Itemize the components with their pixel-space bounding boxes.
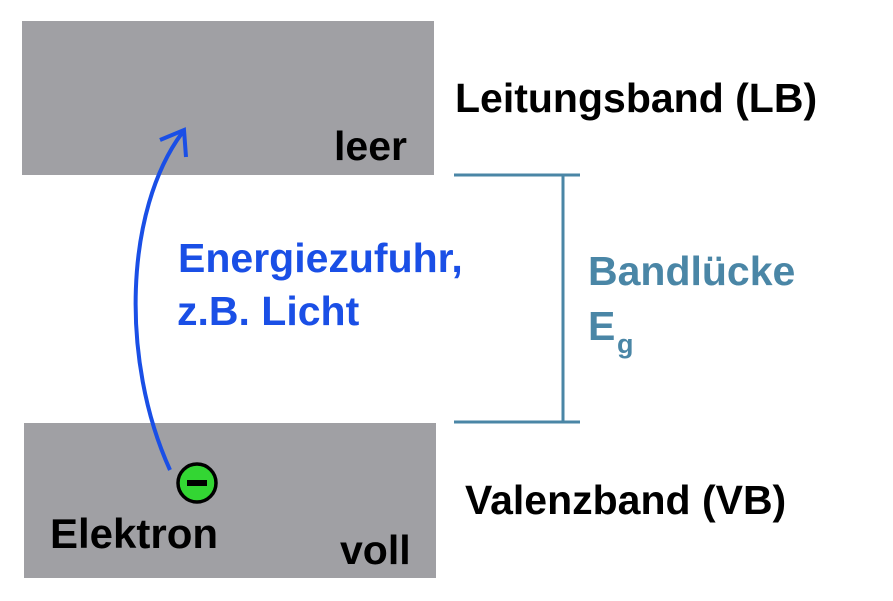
band-gap-symbol-subscript: g bbox=[617, 329, 634, 359]
conduction-band-state: leer bbox=[334, 123, 407, 169]
excitation-arrow-head bbox=[159, 127, 188, 158]
band-gap-label: Bandlücke bbox=[588, 248, 796, 294]
excitation-arrow bbox=[133, 131, 184, 471]
valence-band-state: voll bbox=[340, 527, 411, 573]
excitation-label-line2: z.B. Licht bbox=[177, 288, 360, 334]
electron-label: Elektron bbox=[50, 510, 219, 557]
electron-icon bbox=[176, 462, 218, 504]
band-gap-symbol: E bbox=[588, 303, 616, 349]
valence-band-label: Valenzband (VB) bbox=[465, 477, 787, 523]
band-gap-bracket bbox=[454, 173, 580, 424]
conduction-band-label: Leitungsband (LB) bbox=[455, 75, 818, 121]
conduction-band bbox=[22, 21, 434, 175]
excitation-label-line1: Energiezufuhr, bbox=[178, 235, 463, 281]
valence-band bbox=[24, 423, 436, 578]
